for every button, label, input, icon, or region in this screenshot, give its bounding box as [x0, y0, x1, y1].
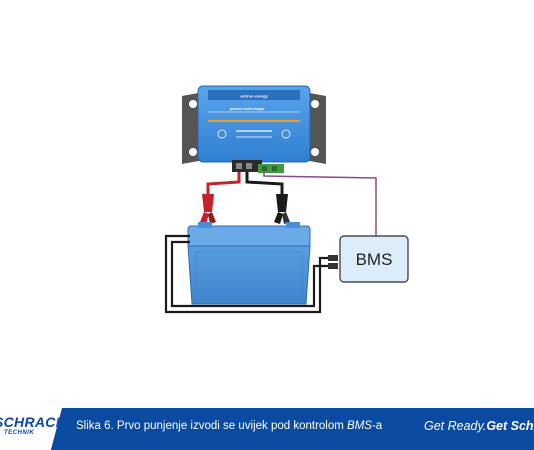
- footer-bar: SCHRACK TECHNIK Slika 6. Prvo punjenje i…: [0, 408, 534, 450]
- bms-signal-wire: [263, 172, 377, 238]
- bms-cable-inner: [170, 240, 332, 308]
- brand-subtitle: TECHNIK: [4, 430, 35, 436]
- red-clamp: [200, 194, 216, 224]
- black-clamp: [274, 194, 290, 224]
- brand-name: SCHRACK: [0, 414, 67, 430]
- battery: [187, 222, 311, 305]
- charger-model-label: phoenix smart charger: [229, 107, 265, 111]
- red-charge-cable: [206, 172, 241, 196]
- charger-display-panel: [217, 129, 291, 139]
- caption-emphasis: BMS: [347, 420, 372, 432]
- slogan-bold: Get Schrack: [486, 419, 534, 433]
- battery-case: [187, 245, 311, 305]
- charger: victron energy phoenix smart charger: [182, 85, 326, 173]
- figure-caption: Slika 6. Prvo punjenje izvodi se uvijek …: [76, 420, 382, 432]
- charger-brand-label: victron energy: [240, 94, 268, 99]
- schrack-logo: SCHRACK TECHNIK: [0, 408, 62, 450]
- bms-cable-outer: [164, 234, 332, 314]
- slogan: Get Ready.Get Schrack: [424, 419, 534, 433]
- bms-box: [339, 235, 409, 283]
- caption-suffix: -a: [371, 420, 383, 432]
- charging-diagram: victron energy phoenix smart charger: [164, 85, 409, 314]
- slogan-regular: Get Ready.: [424, 419, 487, 433]
- caption-prefix: Slika 6. Prvo punjenje izvodi se uvijek …: [76, 420, 348, 432]
- black-charge-cable: [245, 172, 284, 196]
- battery-lid: [187, 225, 311, 249]
- bms-label: BMS: [356, 250, 393, 269]
